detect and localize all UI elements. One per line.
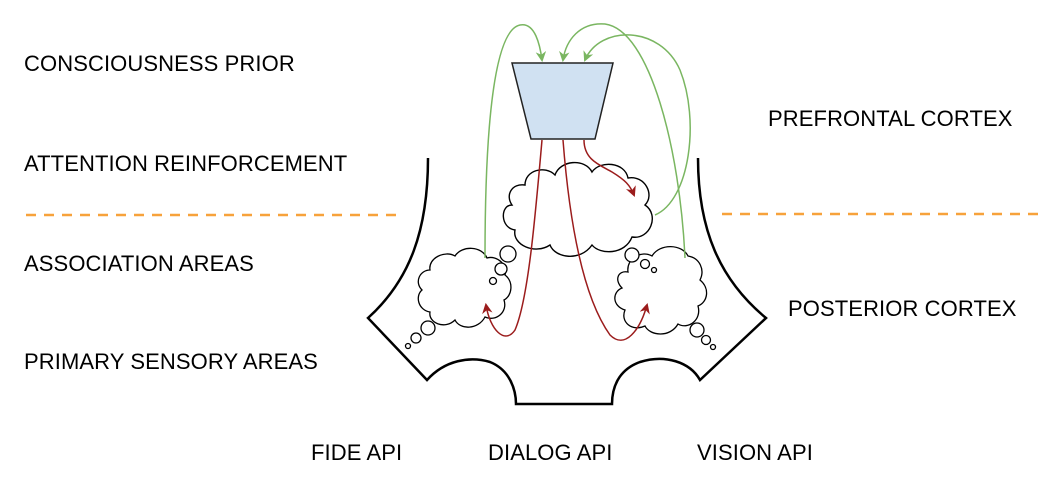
brain-outline-path — [366, 157, 768, 406]
thought-bubble — [624, 247, 640, 263]
brain-outline — [366, 157, 768, 406]
label-primary-sensory-areas: PRIMARY SENSORY AREAS — [24, 349, 318, 374]
thought-bubble — [499, 245, 517, 263]
right-association-cloud-shape — [614, 245, 708, 335]
thought-bubble — [700, 334, 712, 346]
thought-bubble — [488, 276, 498, 286]
label-consciousness-prior: CONSCIOUSNESS PRIOR — [24, 51, 295, 76]
feedback-arrow-right-outer — [559, 23, 686, 259]
feedback-arrow-right-inner — [583, 34, 691, 216]
thought-bubble — [420, 320, 436, 336]
attention-arrows — [482, 139, 650, 341]
feedback-arrows — [484, 23, 691, 259]
thought-bubble — [709, 343, 717, 351]
thought-bubble — [410, 332, 422, 344]
prefrontal-cloud — [502, 161, 653, 257]
label-prefrontal-cortex: PREFRONTAL CORTEX — [768, 106, 1013, 131]
consciousness-prior-block — [511, 62, 614, 140]
label-association-areas: ASSOCIATION AREAS — [24, 251, 254, 276]
attention-arrow-right — [562, 139, 650, 341]
attention-arrow-prefrontal — [583, 139, 636, 197]
left-association-cloud-shape — [417, 247, 512, 328]
label-posterior-cortex: POSTERIOR CORTEX — [788, 296, 1017, 321]
label-vision-api: VISION API — [697, 440, 813, 465]
right-association-cloud — [614, 245, 717, 351]
thought-bubble — [404, 342, 412, 350]
thought-bubble — [639, 258, 651, 270]
attention-arrow-left — [482, 139, 543, 337]
feedback-arrow-left — [484, 24, 547, 259]
thought-bubble — [494, 262, 508, 276]
prefrontal-cloud-shape — [502, 161, 653, 257]
label-fide-api: FIDE API — [311, 440, 403, 465]
thought-bubble — [650, 266, 658, 274]
label-attention-reinforcement: ATTENTION REINFORCEMENT — [24, 151, 348, 176]
thought-bubble — [689, 322, 705, 338]
label-dialog-api: DIALOG API — [488, 440, 613, 465]
